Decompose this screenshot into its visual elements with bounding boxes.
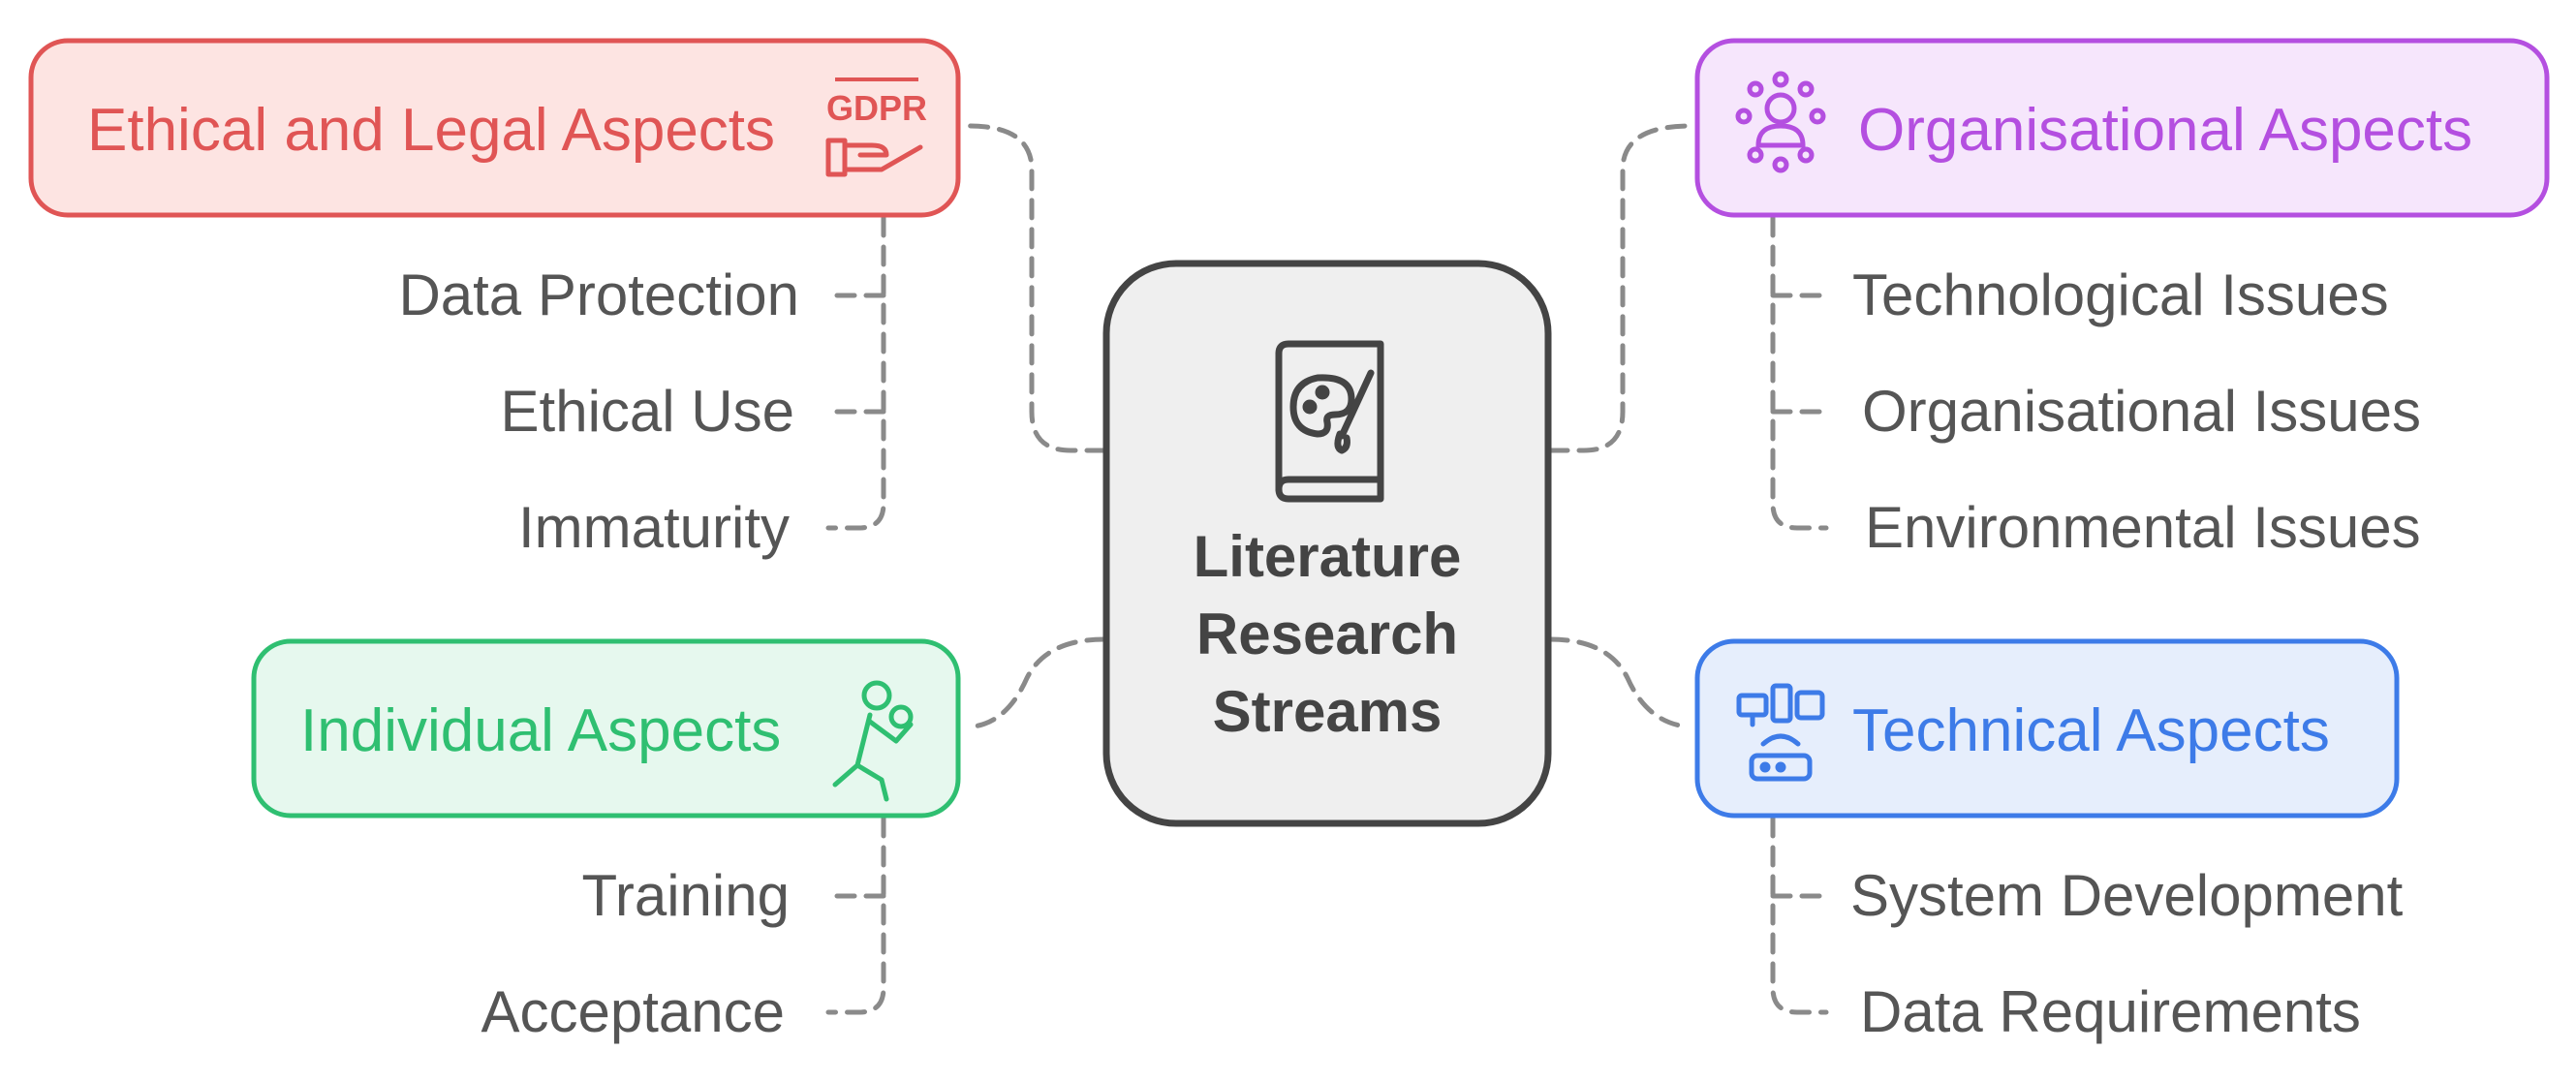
connector-center-individual — [971, 636, 1107, 729]
organisational-item-environmental-issues: Environmental Issues — [1865, 495, 2421, 560]
ethical-item-data-protection: Data Protection — [398, 263, 799, 327]
connector-individual-trunk — [825, 816, 886, 1015]
organisational-item-organisational-issues: Organisational Issues — [1862, 379, 2421, 444]
category-technical: Technical Aspects — [1694, 638, 2400, 819]
central-node: Literature Research Streams — [1102, 260, 1552, 827]
category-individual: Individual Aspects — [251, 638, 961, 819]
category-ethical-legal-title: Ethical and Legal Aspects — [87, 97, 775, 164]
center-title-line-1: Literature — [1194, 524, 1462, 589]
people-network-icon — [1735, 71, 1826, 173]
technical-item-system-development: System Development — [1850, 863, 2404, 928]
book-palette-icon — [1275, 340, 1384, 503]
connector-center-ethical — [966, 123, 1107, 453]
connector-center-technical — [1547, 636, 1689, 729]
connector-center-organisational — [1547, 123, 1693, 453]
gdpr-hand-icon: GDPR — [825, 77, 927, 177]
center-title-line-2: Research — [1196, 602, 1458, 666]
category-organisational-title: Organisational Aspects — [1858, 97, 2472, 164]
category-ethical-legal: Ethical and Legal Aspects GDPR — [28, 38, 961, 218]
connector-organisational-trunk — [1770, 215, 1829, 531]
center-title-line-3: Streams — [1213, 679, 1443, 744]
category-organisational: Organisational Aspects — [1694, 38, 2550, 218]
person-running-icon — [832, 680, 914, 802]
ethical-item-ethical-use: Ethical Use — [501, 379, 794, 444]
connector-technical-trunk — [1770, 816, 1829, 1015]
ethical-item-immaturity: Immaturity — [518, 495, 790, 560]
category-technical-title: Technical Aspects — [1852, 697, 2330, 764]
category-individual-title: Individual Aspects — [300, 697, 781, 764]
organisational-item-technological-issues: Technological Issues — [1852, 263, 2389, 327]
technical-item-data-requirements: Data Requirements — [1860, 979, 2361, 1044]
individual-item-acceptance: Acceptance — [481, 979, 785, 1044]
devices-router-icon — [1736, 683, 1825, 782]
gdpr-label: GDPR — [826, 88, 927, 128]
individual-item-training: Training — [581, 863, 790, 928]
connector-ethical-trunk — [825, 215, 886, 531]
